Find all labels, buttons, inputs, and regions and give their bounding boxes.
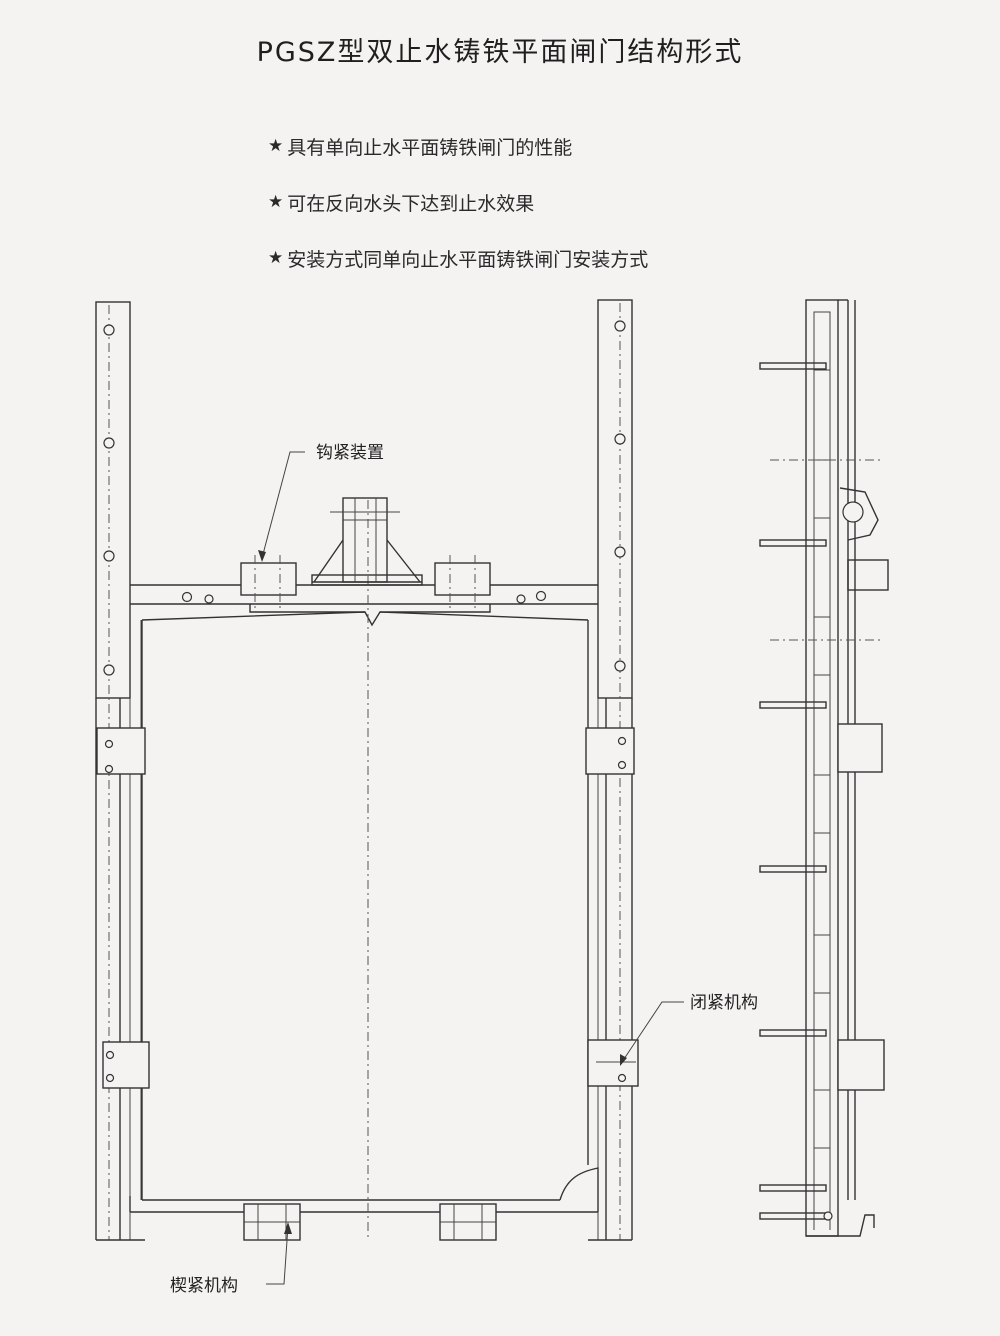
callout-closing-mechanism: 闭紧机构 [620, 993, 758, 1066]
feature-text: 可在反向水头下达到止水效果 [287, 192, 535, 215]
top-crossbeam [130, 584, 598, 605]
side-guide-blocks [96, 727, 639, 1089]
wedge-mechanism-label: 楔紧机构 [170, 1276, 238, 1296]
wedge-blocks [243, 1203, 497, 1241]
star-icon: ★ [268, 248, 284, 268]
feature-item: ★ 具有单向止水平面铸铁闸门的性能 [268, 118, 648, 174]
feature-item: ★ 安装方式同单向止水平面铸铁闸门安装方式 [268, 230, 648, 286]
side-view [759, 299, 889, 1237]
lifting-lug [249, 497, 491, 613]
feature-text: 具有单向止水平面铸铁闸门的性能 [287, 136, 573, 159]
anchor-bolts [759, 362, 827, 1220]
gate-leaf [129, 500, 599, 1240]
side-lug [770, 459, 889, 1091]
hook-device-label: 钩紧装置 [316, 443, 384, 463]
page-title: PGSZ型双止水铸铁平面闸门结构形式 [256, 37, 744, 68]
column-bolt-holes [103, 320, 626, 676]
feature-text: 安装方式同单向止水平面铸铁闸门安装方式 [287, 248, 649, 271]
hook-device [240, 555, 491, 612]
front-view [95, 299, 639, 1241]
feature-item: ★ 可在反向水头下达到止水效果 [268, 174, 648, 230]
feature-list: ★ 具有单向止水平面铸铁闸门的性能 ★ 可在反向水头下达到止水效果 ★ 安装方式… [268, 118, 648, 286]
closing-mechanism-label: 闭紧机构 [690, 993, 758, 1013]
callout-wedge-mechanism: 楔紧机构 [170, 1222, 292, 1296]
side-panel-segments [813, 311, 831, 1149]
side-bottom [806, 1211, 875, 1237]
callout-hook-device: 钩紧装置 [258, 443, 384, 562]
star-icon: ★ [268, 192, 284, 212]
star-icon: ★ [268, 136, 284, 156]
